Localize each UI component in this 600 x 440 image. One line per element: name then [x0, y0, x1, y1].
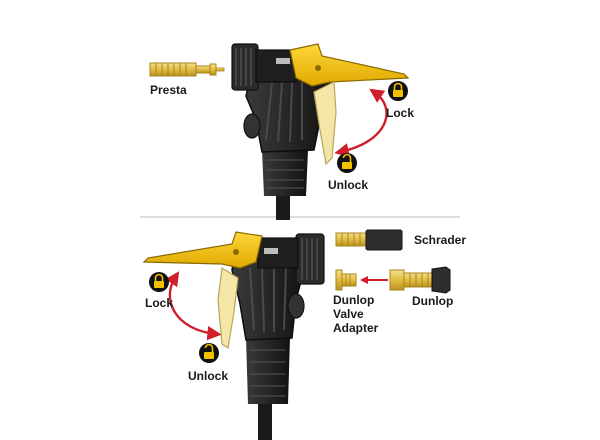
top-lever — [289, 43, 410, 87]
top-padlock-unlocked-icon — [337, 153, 357, 173]
bottom-lever — [142, 231, 263, 269]
top-lever-unlocked — [313, 81, 337, 166]
bottom-lever-unlocked — [217, 266, 239, 350]
schrader-label: Schrader — [414, 233, 467, 247]
bottom-curved-double-arrow-icon — [165, 271, 222, 341]
presta-label: Presta — [150, 83, 187, 97]
top-hose — [276, 196, 290, 220]
bottom-unlock-label: Unlock — [188, 369, 229, 383]
presta-valve — [149, 62, 225, 77]
bottom-lower-body — [246, 338, 290, 404]
top-curved-double-arrow-icon — [334, 88, 388, 158]
dunlop-label: Dunlop — [412, 294, 454, 308]
dunlop-adapter-label-line3: Adapter — [333, 321, 379, 335]
top-lock-label: Lock — [386, 106, 415, 120]
top-lower-body — [262, 150, 308, 196]
top-side-knob — [243, 113, 261, 139]
bottom-padlock-locked-icon — [149, 272, 169, 292]
dunlop-adapter-label-line1: Dunlop — [333, 293, 375, 307]
dunlop-valve — [389, 266, 451, 294]
bottom-padlock-unlocked-icon — [199, 343, 219, 363]
bottom-chuck-cap — [295, 233, 325, 285]
schrader-valve — [335, 229, 403, 251]
top-unlock-label: Unlock — [328, 178, 369, 192]
dunlop-adapter-label: Dunlop Valve Adapter — [333, 293, 403, 335]
left-arrow-icon — [360, 276, 388, 284]
top-pump-head — [231, 43, 410, 220]
bottom-side-knob — [287, 293, 305, 319]
bottom-pump-head — [142, 231, 325, 440]
dunlop-adapter-label-line2: Valve — [333, 307, 364, 321]
top-padlock-locked-icon — [388, 81, 408, 101]
bottom-lock-label: Lock — [145, 296, 174, 310]
bottom-hose — [258, 404, 272, 440]
dunlop-valve-adapter — [335, 269, 357, 291]
